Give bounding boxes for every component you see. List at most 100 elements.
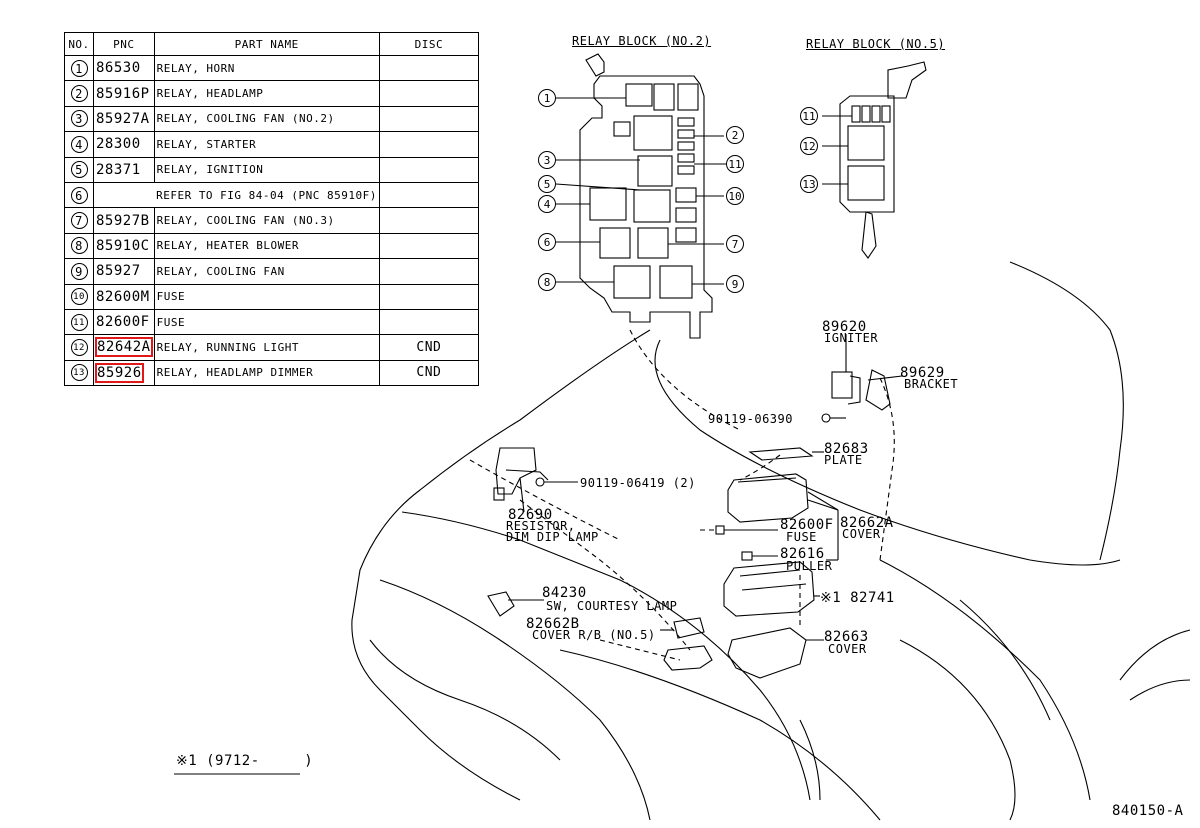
row-part-name: RELAY, HORN [153, 54, 380, 82]
row-part-name: RELAY, COOLING FAN (NO.2) [153, 105, 380, 133]
part-89629-name: BRACKET [904, 377, 959, 391]
row-disc [378, 156, 479, 183]
row-pnc: 85927B [93, 207, 155, 234]
row-number: 13 [64, 359, 94, 387]
callout-9: 9 [726, 275, 744, 293]
part-84230-number: 84230 [542, 585, 587, 601]
callout-10: 10 [726, 187, 744, 205]
pnc-value: 85927B [96, 212, 150, 229]
part-82683-name: PLATE [824, 453, 863, 467]
pnc-value: 85926 [95, 362, 144, 383]
row-pnc: 28371 [93, 156, 155, 183]
part-82663-number: 82663 [824, 629, 869, 645]
row-number: 10 [64, 283, 94, 310]
pnc-value: 86530 [96, 60, 141, 77]
row-disc: CND [378, 359, 479, 387]
row-part-name: RELAY, COOLING FAN (NO.3) [153, 207, 380, 234]
row-part-name: RELAY, HEADLAMP DIMMER [153, 359, 380, 387]
part-90119-06390-number: 90119-06390 [708, 412, 793, 426]
row-number: 1 [64, 54, 94, 82]
part-82690-name-line2: DIM DIP LAMP [506, 530, 599, 544]
row-number: 3 [64, 105, 94, 133]
part-89620-name: IGNITER [824, 331, 879, 345]
part-82690-name-line1: RESISTOR, [506, 519, 576, 533]
relay-block-5-title: RELAY BLOCK (NO.5) [806, 37, 946, 51]
row-disc [378, 80, 479, 107]
part-82616-number: 82616 [780, 546, 825, 562]
part-82662b-name: COVER R/B (NO.5) [532, 628, 656, 642]
row-number-circle: 6 [70, 186, 88, 204]
row-disc [378, 308, 479, 336]
callout-4: 4 [538, 195, 556, 213]
row-disc [378, 232, 479, 260]
row-pnc: 85910C [93, 232, 155, 260]
part-90119-06419-number: 90119-06419 (2) [580, 476, 696, 490]
pnc-value: 28371 [96, 161, 141, 178]
footnote: ※1 (9712- ) [176, 753, 314, 769]
row-number: 4 [64, 131, 94, 158]
callout-6: 6 [538, 233, 556, 251]
row-number-circle: 11 [70, 313, 88, 331]
row-number-circle: 4 [70, 135, 88, 153]
row-disc [378, 181, 479, 209]
row-number: 8 [64, 232, 94, 260]
row-number-circle: 13 [70, 364, 88, 382]
row-pnc [93, 181, 155, 209]
row-number: 9 [64, 258, 94, 285]
row-disc [378, 283, 479, 310]
row-part-name: RELAY, IGNITION [153, 156, 380, 183]
row-number-circle: 5 [70, 161, 88, 179]
part-82662a-name: COVER [842, 527, 881, 541]
row-disc [378, 207, 479, 234]
row-disc [378, 54, 479, 82]
figure-id: 840150-A [1112, 803, 1184, 819]
part-82616-name: PULLER [786, 559, 833, 573]
pnc-value: 85910C [96, 237, 150, 254]
callout-b5-11: 11 [800, 107, 818, 125]
table-row: 1 86530 RELAY, HORN [64, 54, 479, 82]
table-row: 6 REFER TO FIG 84-04 (PNC 85910F) [64, 181, 479, 209]
callout-2: 2 [726, 126, 744, 144]
callout-5: 5 [538, 175, 556, 193]
pnc-value: 82642A [95, 337, 153, 358]
pnc-value: 85927A [96, 110, 150, 127]
part-82662b-number: 82662B [526, 616, 580, 632]
row-part-name: RELAY, HEADLAMP [153, 80, 380, 107]
part-84230-name: SW, COURTESY LAMP [546, 599, 678, 613]
row-number-circle: 9 [70, 262, 88, 280]
part-82600f-name: FUSE [786, 530, 817, 544]
row-pnc: 85916P [93, 80, 155, 107]
part-89620-number: 89620 [822, 319, 867, 335]
table-row: 5 28371 RELAY, IGNITION [64, 156, 479, 183]
part-82683-number: 82683 [824, 441, 869, 457]
row-part-name: RELAY, HEATER BLOWER [153, 232, 380, 260]
row-part-name: FUSE [153, 283, 380, 310]
row-disc [378, 258, 479, 285]
row-pnc: 82642A [93, 334, 155, 361]
row-pnc: 86530 [93, 54, 155, 82]
row-part-name: REFER TO FIG 84-04 (PNC 85910F) [154, 181, 380, 209]
pnc-value: 85916P [96, 85, 150, 102]
row-pnc: 28300 [93, 131, 155, 158]
part-82663-name: COVER [828, 642, 867, 656]
callout-7: 7 [726, 235, 744, 253]
pnc-value: 82600M [96, 288, 150, 305]
row-number: 7 [64, 207, 94, 234]
row-number-circle: 8 [70, 237, 88, 255]
callout-11: 11 [726, 155, 744, 173]
row-number-circle: 1 [70, 59, 88, 77]
row-number: 11 [64, 308, 94, 336]
row-part-name: FUSE [153, 308, 380, 336]
callout-3: 3 [538, 151, 556, 169]
callout-b5-12: 12 [800, 137, 818, 155]
